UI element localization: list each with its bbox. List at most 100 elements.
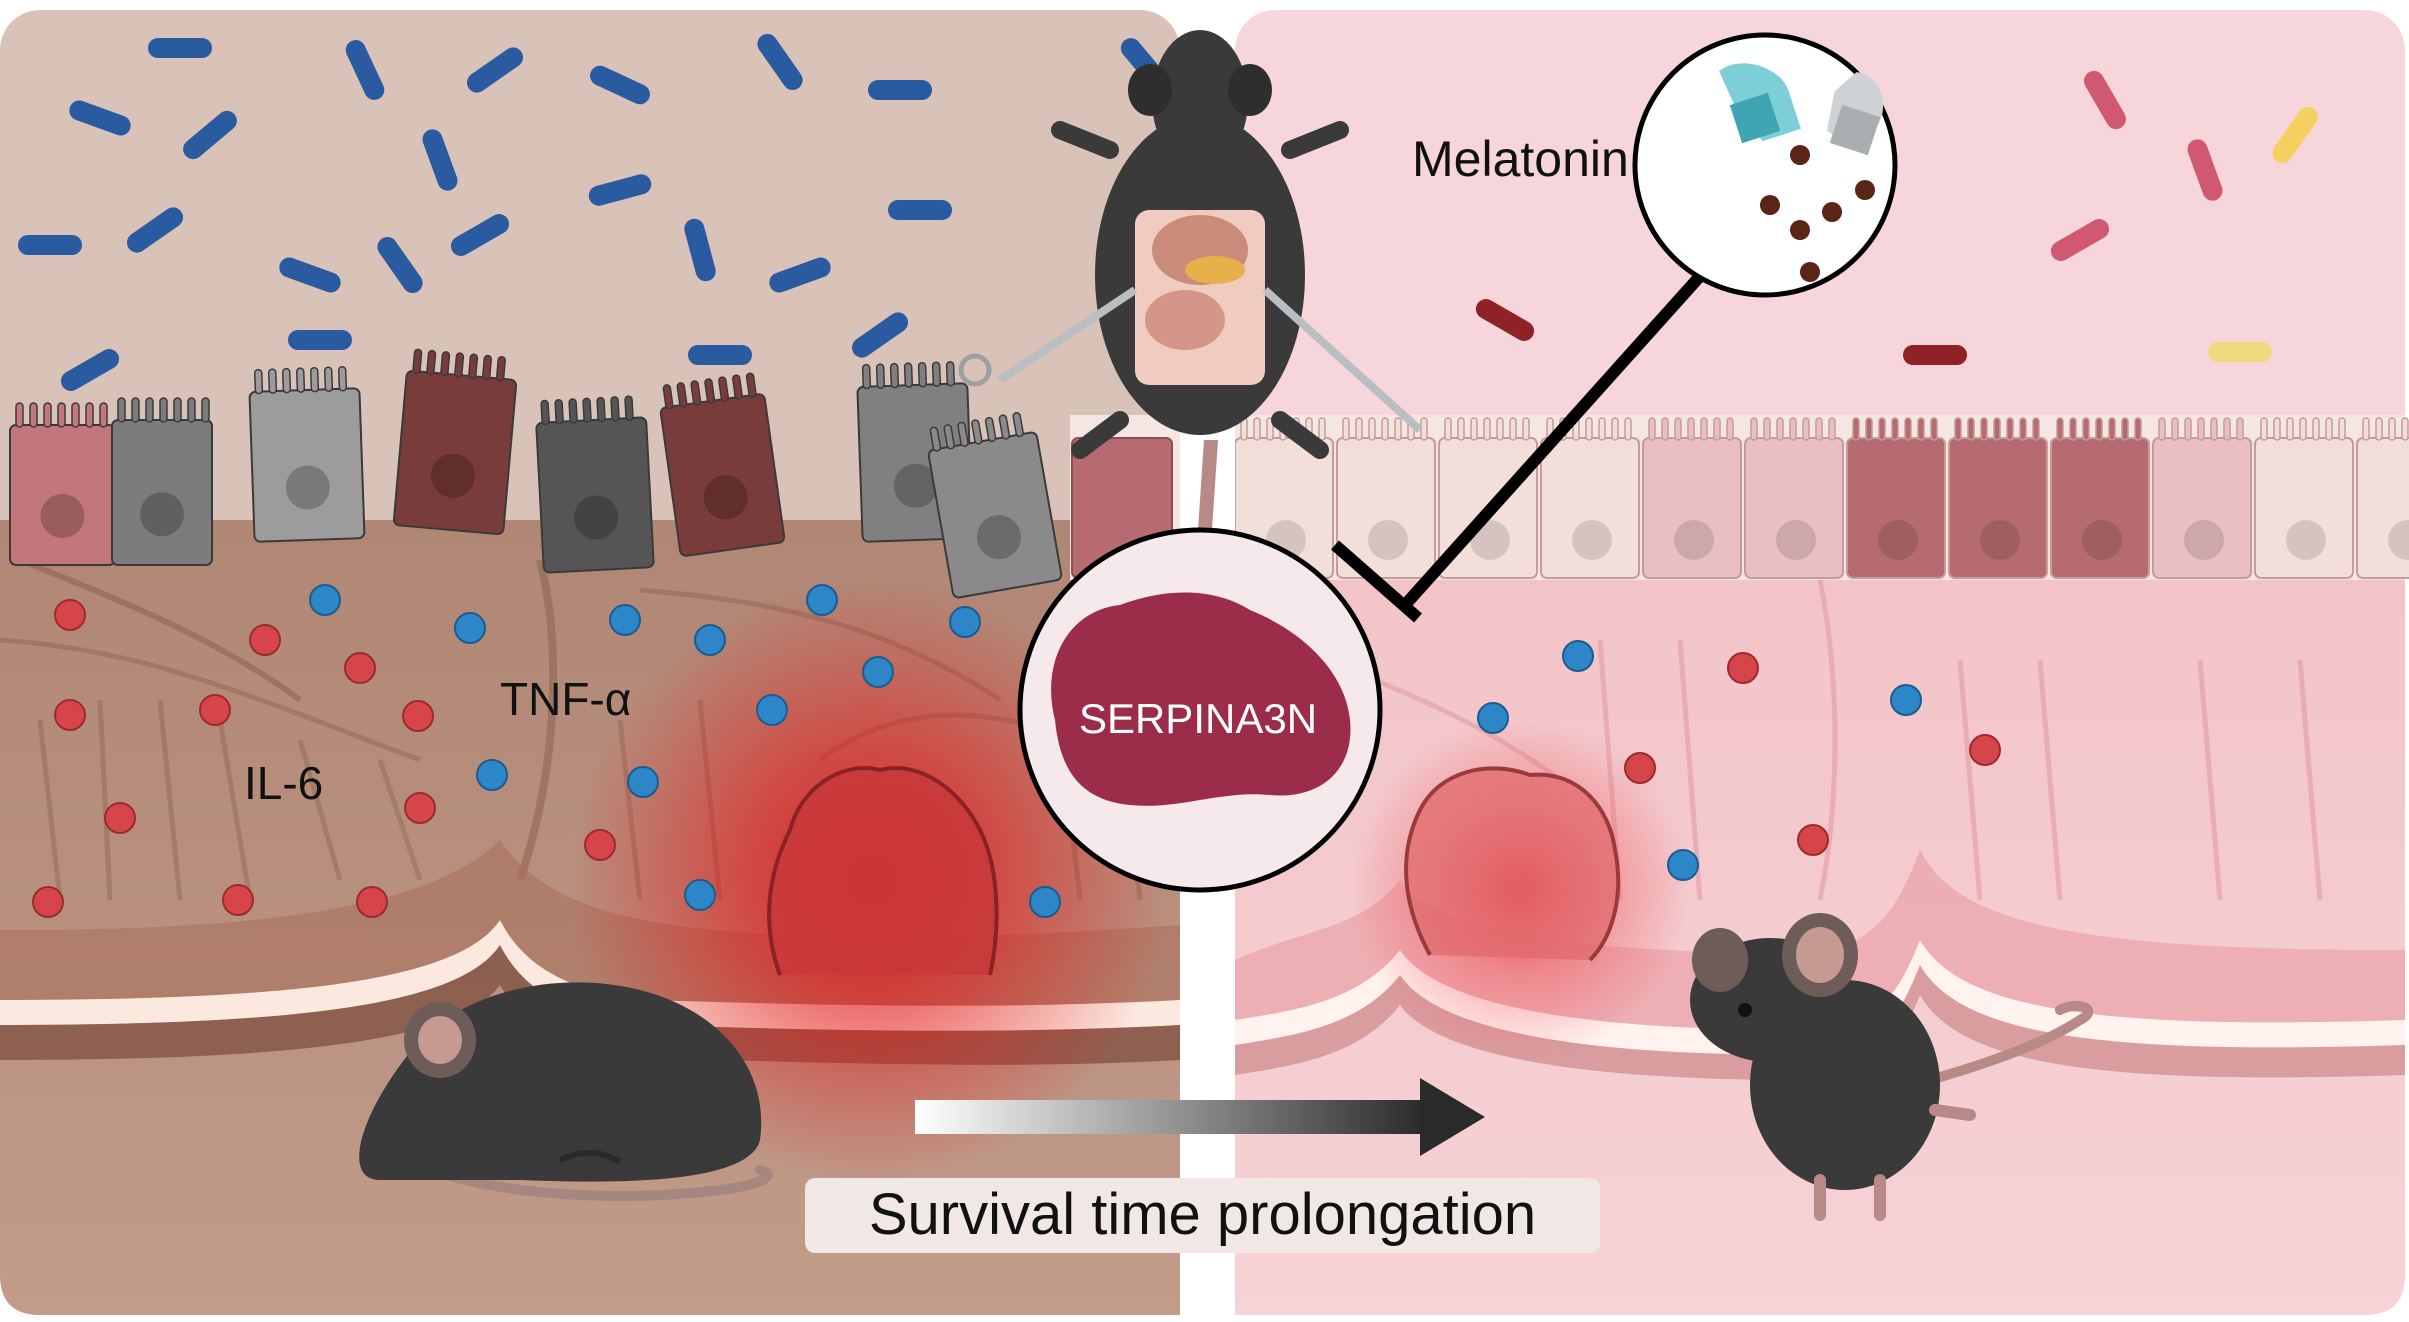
- microvillus: [1624, 417, 1632, 441]
- survival-label-box: [805, 1178, 1600, 1253]
- microvillus: [1253, 417, 1261, 441]
- microvillus: [2171, 417, 2179, 441]
- bacterium: [345, 40, 385, 100]
- microvillus: [1954, 417, 1962, 441]
- bacterium: [183, 110, 237, 160]
- microvillus: [2019, 417, 2027, 441]
- microvillus: [2299, 417, 2307, 441]
- tnf-cytokine: [309, 584, 341, 616]
- damaged-epithelial-cell: [659, 372, 786, 557]
- bacterium: [684, 218, 716, 282]
- microvillus: [2286, 417, 2294, 441]
- bacterium: [868, 80, 932, 100]
- survival-label: Survival time prolongation: [868, 1182, 1537, 1247]
- tnf-cytokine: [949, 606, 981, 638]
- microvillus: [2273, 417, 2281, 441]
- bacterium: [2272, 106, 2318, 164]
- bacterium: [148, 38, 212, 58]
- bacterium: [757, 33, 803, 91]
- microvillus: [2362, 417, 2370, 441]
- microvillus: [2108, 417, 2116, 441]
- bacterium: [466, 47, 524, 93]
- microvillus: [1713, 417, 1721, 441]
- tnf-cytokine: [1890, 684, 1922, 716]
- bacterium: [60, 349, 120, 391]
- tnf-cytokine: [476, 759, 508, 791]
- microvillus: [2069, 417, 2077, 441]
- il6-cytokine: [1969, 734, 2001, 766]
- microvillus: [1394, 417, 1402, 441]
- bacterium: [422, 129, 458, 191]
- microvillus: [1470, 417, 1478, 441]
- il6-label: IL-6: [244, 757, 324, 809]
- inhibition-bar-icon: [1331, 540, 1422, 623]
- il6-cytokine: [54, 599, 86, 631]
- bacterium: [2208, 342, 2272, 362]
- tnf-cytokine: [609, 604, 641, 636]
- microvillus: [1993, 417, 2001, 441]
- bacterium: [450, 214, 510, 256]
- melatonin-callout: [1331, 32, 1898, 623]
- tnf-cytokine: [806, 584, 838, 616]
- microvillus: [1891, 417, 1899, 441]
- microvillus: [2082, 417, 2090, 441]
- bacterium: [288, 330, 352, 350]
- microvillus: [1802, 417, 1810, 441]
- microvillus: [2158, 417, 2166, 441]
- tnf-cytokine: [1477, 702, 1509, 734]
- tnf-cytokine: [756, 694, 788, 726]
- serpina3n-callout: [1017, 527, 1383, 893]
- melatonin-label: Melatonin: [1412, 131, 1629, 187]
- microvillus: [1852, 417, 1860, 441]
- microvillus: [1598, 417, 1606, 441]
- cell-nucleus: [1878, 520, 1918, 560]
- cell-nucleus: [1368, 520, 1408, 560]
- microvillus: [1904, 417, 1912, 441]
- microvillus: [1381, 417, 1389, 441]
- il6-cytokine: [199, 694, 231, 726]
- tnf-cytokine: [1562, 640, 1594, 672]
- damaged-epithelial-cell: [535, 395, 655, 574]
- il6-cytokine: [356, 886, 388, 918]
- il6-cytokine: [222, 884, 254, 916]
- capsule-icon: [1719, 63, 1883, 156]
- tnf-cytokine: [1029, 886, 1061, 918]
- microvillus: [2223, 417, 2231, 441]
- cell-nucleus: [2388, 520, 2409, 560]
- il6-cytokine: [402, 700, 434, 732]
- dissected-mouse-icon: [958, 30, 1423, 560]
- left-epithelium: [9, 348, 1063, 599]
- il6-cytokine: [344, 652, 376, 684]
- cell-nucleus: [2286, 520, 2326, 560]
- cell-nucleus: [2184, 520, 2224, 560]
- microvillus: [2095, 417, 2103, 441]
- damaged-epithelial-cell: [927, 411, 1063, 599]
- microvillus: [2401, 417, 2409, 441]
- il6-cytokine: [104, 802, 136, 834]
- microvillus: [1917, 417, 1925, 441]
- microvillus: [2121, 417, 2129, 441]
- bacterium: [851, 312, 909, 358]
- microvillus: [1967, 417, 1975, 441]
- il6-cytokine: [1797, 824, 1829, 856]
- bacterium: [2187, 139, 2223, 201]
- microvillus: [1496, 417, 1504, 441]
- cytokines: [32, 584, 2001, 918]
- damaged-epithelial-cell: [111, 397, 213, 566]
- cell-nucleus: [1674, 520, 1714, 560]
- bacterium: [2050, 219, 2110, 261]
- sleeping-sick-mouse-icon: [359, 982, 773, 1201]
- microvillus: [1700, 417, 1708, 441]
- bacterium: [126, 207, 184, 253]
- microvillus: [1828, 417, 1836, 441]
- gradient-arrow-icon: [915, 1078, 1485, 1156]
- right-tumor: [1350, 720, 1690, 1060]
- il6-cytokine: [1727, 652, 1759, 684]
- microvillus: [1815, 417, 1823, 441]
- bacterium: [1475, 299, 1535, 341]
- bacterium: [2084, 70, 2126, 130]
- microvillus: [2388, 417, 2396, 441]
- microvillus: [1368, 417, 1376, 441]
- microvillus: [1318, 417, 1326, 441]
